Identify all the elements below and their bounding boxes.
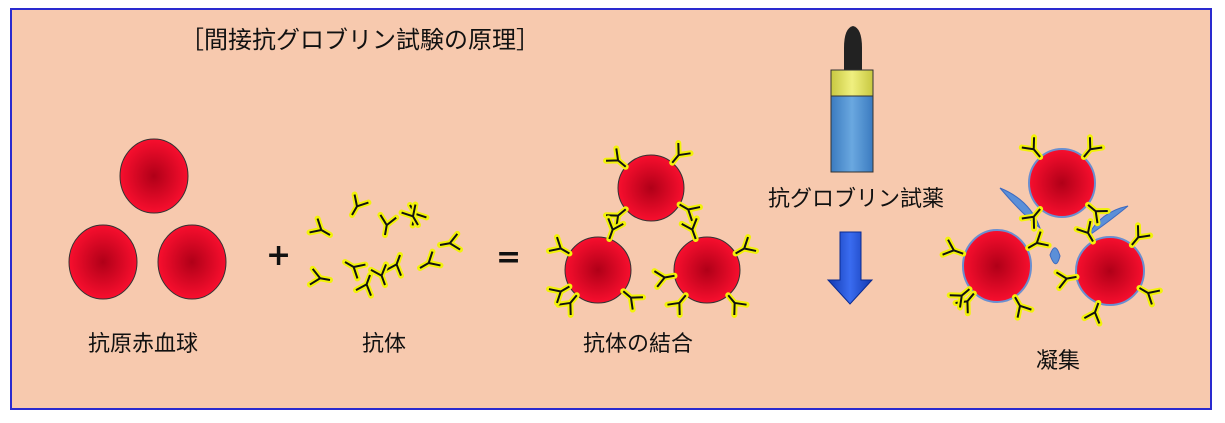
antibody-icon [1073, 218, 1096, 245]
antibody-icon [732, 234, 760, 257]
antibody-icon [1053, 269, 1080, 292]
antibody-icon [1025, 228, 1052, 251]
antibody-icon [367, 261, 390, 288]
antibody-icon [545, 283, 573, 306]
rbc [157, 224, 227, 300]
reagent-vial [830, 26, 874, 173]
rbc [564, 236, 632, 304]
antibody-label: 抗体 [362, 332, 407, 357]
antibody-icon [1080, 134, 1106, 160]
agglutination-cells [962, 148, 1145, 306]
free-antibody-group [306, 191, 464, 299]
antigen-rbc-group [68, 138, 227, 300]
rbc [119, 138, 189, 214]
antibody-icon [555, 292, 580, 318]
rbc [1028, 148, 1096, 218]
antibody-icon [342, 259, 369, 282]
antibody-icon [352, 272, 375, 299]
antibody-icon [1018, 134, 1044, 160]
antibody-icon [349, 191, 372, 218]
antibody-icon [1136, 285, 1163, 308]
antiglobulin-reagent-label: 抗グロブリン試薬 [768, 187, 945, 212]
agglutination-label: 凝集 [1036, 349, 1081, 374]
antibody-bound-cells [564, 154, 741, 304]
antibody-icon [1081, 299, 1103, 327]
antibody-icon [678, 215, 700, 242]
antibody-icon [417, 248, 444, 271]
plus-sign: + [266, 238, 292, 273]
antibody-binding-label: 抗体の結合 [583, 332, 694, 357]
antibody-icon [605, 215, 627, 242]
antibody-icon [939, 236, 967, 258]
antibody-icon [377, 211, 400, 238]
rbc [68, 224, 138, 300]
antibody-icon [1018, 206, 1044, 232]
antibody-icon [306, 215, 333, 238]
down-arrow-icon [826, 231, 874, 305]
equals-sign: = [496, 240, 522, 275]
agglutination-antibody-group [939, 134, 1163, 327]
rbc [673, 236, 741, 304]
antibody-icon [603, 145, 629, 170]
rbc [1075, 236, 1145, 306]
antibody-icon [382, 252, 405, 279]
antibody-icon [669, 140, 694, 166]
antibody-icon [1128, 222, 1154, 248]
rbc [617, 154, 685, 222]
antibody-icon [545, 234, 573, 257]
antibody-icon [398, 201, 421, 228]
antibody-icon [725, 292, 750, 318]
antibody-icon [676, 201, 704, 224]
antibody-icon [1085, 201, 1111, 227]
antibody-icon [651, 268, 678, 290]
antigen-rbc-label: 抗原赤血球 [88, 332, 199, 357]
antibody-icon [620, 288, 646, 313]
antibody-icon [1012, 294, 1035, 321]
antibody-icon [437, 230, 464, 253]
diagram-title: ［間接抗グロブリン試験の原理］ [180, 26, 540, 54]
antibody-icon [664, 292, 689, 318]
antibody-icon [306, 265, 333, 288]
bound-antibody-group [545, 140, 760, 318]
rbc [962, 229, 1032, 303]
diagram-frame [10, 8, 1212, 410]
antibody-icon [946, 286, 973, 311]
antibody-icon [603, 206, 629, 231]
